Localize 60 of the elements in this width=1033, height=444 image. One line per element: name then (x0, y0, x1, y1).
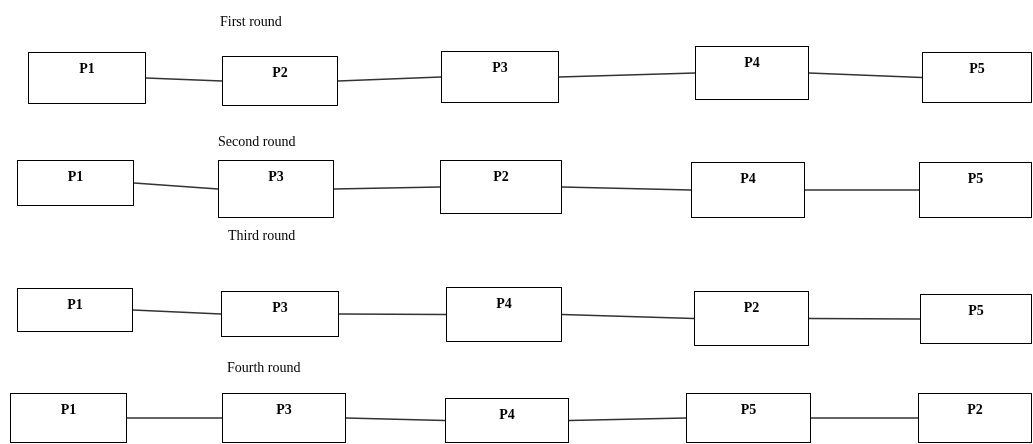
box-label: P3 (275, 402, 293, 418)
process-box (28, 52, 146, 104)
box-label: P5 (966, 171, 985, 187)
connector-line (561, 313, 695, 320)
connector-line (568, 417, 687, 422)
connector-line (333, 186, 441, 190)
box-label: P2 (271, 65, 289, 81)
box-label: P4 (498, 407, 516, 423)
connector-line (337, 76, 442, 82)
connector-line (126, 417, 223, 419)
connector-line (808, 317, 921, 320)
process-box (440, 160, 562, 214)
box-label: P4 (739, 171, 757, 187)
box-label: P3 (271, 300, 289, 316)
process-box (695, 46, 809, 100)
connector-line (804, 189, 920, 191)
process-box (221, 291, 339, 337)
process-box (218, 160, 334, 218)
box-label: P2 (742, 300, 761, 316)
process-box (222, 56, 338, 106)
connector-line (133, 182, 219, 190)
process-box (441, 51, 559, 103)
process-box (445, 398, 569, 443)
process-box (918, 393, 1032, 443)
round-heading: Third round (228, 228, 296, 244)
process-box (17, 288, 133, 332)
box-label: P1 (66, 169, 85, 185)
process-box (10, 393, 127, 443)
process-box (919, 162, 1032, 218)
connector-line (338, 313, 447, 316)
connector-line (810, 417, 919, 419)
box-label: P1 (66, 297, 84, 313)
box-label: P2 (492, 169, 510, 185)
box-label: P1 (59, 402, 78, 418)
connector-line (561, 186, 692, 191)
process-box (17, 160, 134, 206)
process-box (686, 393, 811, 443)
connector-line (558, 72, 696, 78)
box-label: P3 (267, 169, 285, 185)
connector-line (145, 77, 223, 82)
box-label: P5 (968, 61, 986, 77)
box-label: P5 (739, 402, 758, 418)
process-box (446, 287, 562, 342)
process-box (694, 291, 809, 346)
process-box (222, 393, 346, 443)
round-heading: Second round (218, 134, 296, 150)
connector-line (132, 309, 222, 315)
box-label: P4 (495, 296, 513, 312)
process-box (691, 162, 805, 218)
process-box (920, 294, 1032, 344)
box-label: P5 (967, 303, 985, 319)
connector-line (808, 72, 923, 79)
box-label: P3 (491, 60, 509, 76)
box-label: P1 (78, 61, 96, 77)
process-box (922, 52, 1032, 103)
round-heading: Fourth round (227, 360, 301, 376)
box-label: P2 (966, 402, 984, 418)
box-label: P4 (743, 55, 761, 71)
connector-line (345, 417, 446, 422)
round-heading: First round (220, 14, 282, 30)
